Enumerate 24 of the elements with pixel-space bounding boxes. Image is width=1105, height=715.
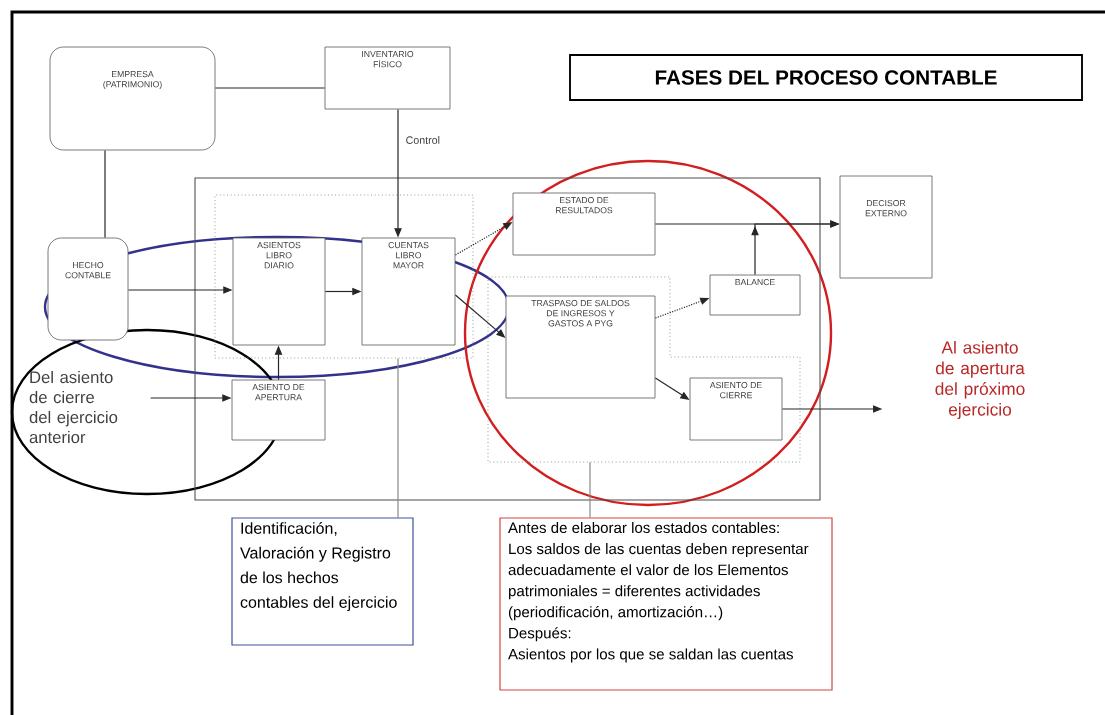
process-box: ASIENTOS LIBRO DIARIO <box>232 237 326 346</box>
connector-line <box>214 87 326 89</box>
frame-box <box>194 177 821 501</box>
text-label: Del asiento de cierre del ejercicio anterior <box>29 370 118 444</box>
process-box: ASIENTO DE APERTURA <box>231 379 326 441</box>
title-box: FASES DEL PROCESO CONTABLE <box>569 54 1083 101</box>
connector-line <box>397 357 399 518</box>
rounded-box: EMPRESA (PATRIMONIO) <box>49 46 216 151</box>
process-box: INVENTARIO FÍSICO <box>324 46 451 110</box>
process-box: CUENTAS LIBRO MAYOR <box>361 237 456 346</box>
connector-line <box>589 461 591 518</box>
process-box: BALANCE <box>709 274 801 316</box>
process-box: ESTADO DE RESULTADOS <box>512 192 656 256</box>
group-frame <box>214 194 474 359</box>
note-box: Identificación, Valoración y Registro de los hechos contables del ejercicio <box>231 517 414 646</box>
process-box: ASIENTO DE CIERRE <box>689 377 783 441</box>
edge-label: Control <box>404 134 442 146</box>
connector-line <box>104 149 106 239</box>
text-label: Al asiento de apertura del próximo ejercicio <box>935 340 1025 420</box>
rounded-box: HECHO CONTABLE <box>47 237 129 341</box>
note-box: Antes de elaborar los estados contables: Los saldos de las cuentas deben representar adecuadamente el valor de los Elementos patrimoniales = diferentes actividades (periodificación, amortización…) Después: Asientos por los que se saldan las cuentas <box>499 517 833 691</box>
process-box: TRASPASO DE SALDOS DE INGRESOS Y GASTOS A PYG <box>505 295 656 399</box>
process-box: DECISOR EXTERNO <box>839 175 933 279</box>
group-frame <box>487 276 801 463</box>
